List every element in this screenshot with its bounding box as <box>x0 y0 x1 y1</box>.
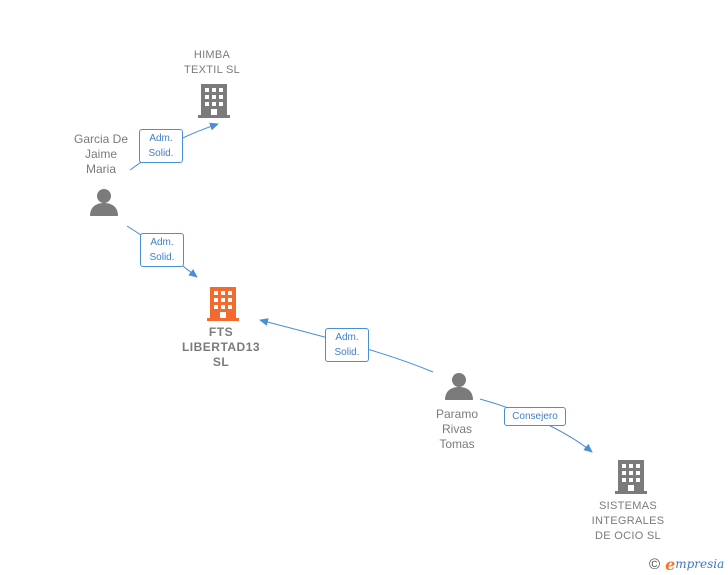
brand-logo[interactable]: © e mpresia <box>649 553 724 575</box>
building-focus-icon <box>207 287 239 321</box>
brand-initial: e <box>665 554 676 574</box>
edge-label-garcia-himba: Adm. Solid. <box>139 129 183 163</box>
brand-name: mpresia <box>675 557 725 571</box>
building-icon <box>615 460 647 494</box>
edge-label-paramo-fts: Adm. Solid. <box>325 328 369 362</box>
node-label-fts[interactable]: FTS LIBERTAD13 SL <box>181 325 261 369</box>
node-label-paramo[interactable]: Paramo Rivas Tomas <box>435 407 479 451</box>
person-icon <box>90 189 118 216</box>
node-label-sistemas[interactable]: SISTEMAS INTEGRALES DE OCIO SL <box>591 500 665 542</box>
edge-label-garcia-fts: Adm. Solid. <box>140 233 184 267</box>
node-label-garcia[interactable]: Garcia De Jaime Maria <box>73 132 129 176</box>
copyright-symbol: © <box>649 555 661 573</box>
building-icon <box>198 84 230 118</box>
node-label-himba[interactable]: HIMBA TEXTIL SL <box>183 49 241 76</box>
edge-label-paramo-sistemas: Consejero <box>504 407 566 426</box>
person-icon <box>445 373 473 400</box>
